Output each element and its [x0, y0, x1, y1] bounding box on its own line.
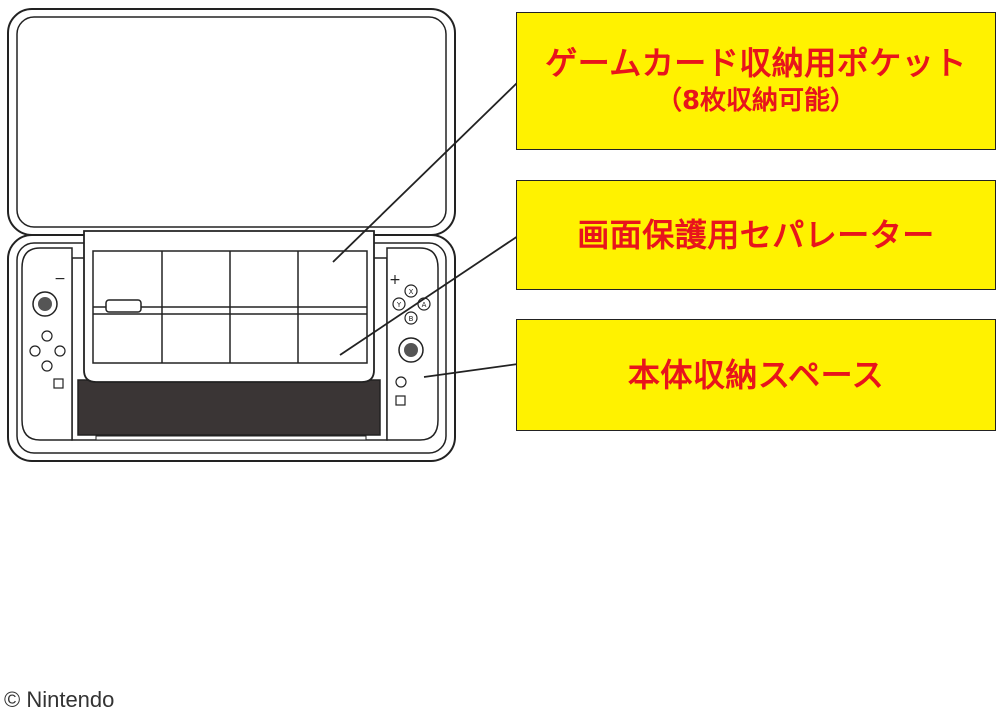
plus-button: +	[389, 272, 401, 288]
dpad-left-icon	[29, 345, 41, 357]
copyright-notice: © Nintendo	[4, 687, 115, 712]
leader-line-storage	[423, 363, 519, 378]
callout-separator: 画面保護用セパレーター	[516, 180, 996, 290]
dpad-up-icon	[41, 330, 53, 342]
button-b-label: B	[409, 315, 414, 323]
callout-storage: 本体収納スペース	[516, 319, 996, 431]
callout-card-pocket-subtitle: （8枚収納可能）	[655, 86, 857, 117]
button-b-icon	[404, 311, 418, 325]
left-joycon	[21, 247, 73, 441]
console-bottom-strip	[95, 435, 367, 441]
left-stick-inner	[38, 297, 52, 311]
callout-storage-title: 本体収納スペース	[627, 356, 885, 394]
separator-tab	[105, 299, 142, 313]
right-stick-inner	[404, 343, 418, 357]
callout-separator-title: 画面保護用セパレーター	[577, 216, 935, 254]
home-button-icon	[395, 376, 407, 388]
dpad-down-icon	[41, 360, 53, 372]
button-a-label: A	[422, 301, 427, 309]
dpad-right-icon	[54, 345, 66, 357]
capture-button-icon	[53, 378, 64, 389]
leader-line-separator	[339, 235, 519, 356]
case-lid	[7, 8, 456, 236]
callout-card-pocket-title: ゲームカード収納用ポケット	[545, 44, 967, 83]
button-x-label: X	[409, 288, 414, 296]
console-screen	[77, 379, 381, 436]
button-y-label: Y	[396, 301, 402, 309]
callout-card-pocket: ゲームカード収納用ポケット （8枚収納可能）	[516, 12, 996, 150]
leader-line-card-pocket	[332, 81, 519, 263]
button-x-icon	[404, 284, 418, 298]
c-button-icon	[395, 395, 406, 406]
button-y-icon	[392, 297, 406, 311]
minus-button: −	[54, 271, 66, 287]
case-lid-inner	[16, 16, 447, 228]
